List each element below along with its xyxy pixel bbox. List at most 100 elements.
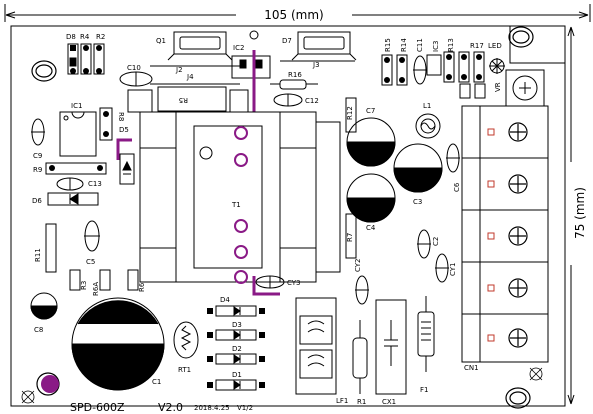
board-revision: V1/2 bbox=[237, 404, 253, 412]
r16-resistor bbox=[270, 79, 318, 90]
board-corner-cut bbox=[509, 26, 565, 64]
cy1-label: CY1 bbox=[449, 263, 457, 277]
d5-trace bbox=[116, 138, 132, 160]
c11-capacitor bbox=[413, 55, 427, 85]
width-dimension bbox=[4, 4, 591, 22]
j4-label: J4 bbox=[186, 73, 194, 81]
cn1-terminal-block bbox=[461, 105, 549, 363]
ic2-package bbox=[231, 55, 271, 79]
r7-resistor bbox=[345, 213, 357, 259]
c6-label: C6 bbox=[453, 182, 461, 192]
board-date: 2018.4.25 bbox=[194, 404, 230, 412]
c7-capacitor bbox=[346, 117, 396, 167]
c13-label: C13 bbox=[88, 180, 102, 188]
cy3-label: CY3 bbox=[287, 279, 301, 287]
r1-resistor bbox=[352, 320, 368, 394]
c5-label: C5 bbox=[86, 258, 95, 266]
lf1-line-filter bbox=[295, 297, 337, 395]
c13-capacitor bbox=[56, 177, 84, 191]
cn1-pin-markers bbox=[487, 128, 495, 342]
c11-label: C11 bbox=[416, 38, 424, 52]
board-name: SPD-600Z bbox=[70, 401, 125, 414]
c4-capacitor bbox=[346, 173, 396, 223]
t1-label: T1 bbox=[231, 201, 241, 209]
f1-label: F1 bbox=[420, 386, 428, 394]
cx1-label: CX1 bbox=[382, 398, 396, 406]
r9-label: R9 bbox=[33, 166, 42, 174]
t1-trace bbox=[252, 276, 280, 296]
ic3-label: IC3 bbox=[432, 41, 440, 52]
r17-label: R17 bbox=[470, 42, 484, 50]
j2-label: J2 bbox=[175, 66, 183, 74]
c2-capacitor bbox=[417, 229, 431, 259]
r1-label: R1 bbox=[357, 398, 366, 406]
c6-capacitor bbox=[446, 143, 460, 173]
vr-potentiometer bbox=[505, 69, 545, 107]
c1-label: C1 bbox=[152, 378, 161, 386]
cy2-label: CY2 bbox=[354, 259, 362, 273]
rt1-label: RT1 bbox=[178, 366, 191, 374]
c12-label: C12 bbox=[305, 97, 319, 105]
ic2-via bbox=[249, 30, 259, 40]
led-label: LED bbox=[488, 42, 502, 50]
ic1-chip bbox=[59, 111, 97, 157]
top-right-resistor-array bbox=[381, 51, 486, 99]
cx1-capacitor bbox=[375, 299, 407, 395]
c1-capacitor bbox=[71, 297, 165, 391]
r14-label: R14 bbox=[400, 38, 408, 52]
mounting-holes bbox=[31, 26, 534, 409]
r11-resistor bbox=[45, 223, 57, 273]
c2-label: C2 bbox=[432, 237, 440, 246]
r2-label: R2 bbox=[96, 33, 105, 41]
f1-fuse bbox=[417, 296, 435, 372]
l1-label: L1 bbox=[423, 102, 431, 110]
c5-capacitor bbox=[84, 220, 100, 252]
d1-label: D1 bbox=[232, 371, 242, 379]
r6a-label: R6A bbox=[92, 282, 100, 296]
height-label: 75 (mm) bbox=[573, 187, 587, 239]
r3-r6a-r6-resistors bbox=[69, 269, 139, 291]
q1-transistor bbox=[167, 31, 233, 61]
c8-label: C8 bbox=[34, 326, 43, 334]
lf1-label: LF1 bbox=[336, 397, 348, 405]
r11-label: R11 bbox=[34, 248, 42, 262]
d4-label: D4 bbox=[220, 296, 230, 304]
fiducial-pad bbox=[41, 375, 59, 393]
r8-resistor bbox=[99, 107, 113, 141]
cn1-screws bbox=[508, 122, 528, 348]
d7-diode bbox=[291, 31, 357, 61]
c12-capacitor bbox=[273, 93, 303, 107]
c10-label: C10 bbox=[127, 64, 141, 72]
cy2-capacitor bbox=[355, 275, 369, 305]
r12-resistor bbox=[345, 97, 357, 133]
cy1-capacitor bbox=[435, 253, 449, 283]
r4-label: R4 bbox=[80, 33, 90, 41]
c9-capacitor bbox=[31, 118, 45, 146]
board-version: V2.0 bbox=[158, 401, 183, 414]
r13-label: R13 bbox=[447, 38, 455, 52]
vr-label: VR bbox=[494, 82, 502, 92]
c9-label: C9 bbox=[33, 152, 42, 160]
c8-capacitor bbox=[30, 292, 58, 320]
r9-resistor bbox=[45, 162, 107, 175]
d8-r4-r2-group bbox=[67, 43, 105, 75]
c4-label: C4 bbox=[366, 224, 376, 232]
d5-diode bbox=[119, 153, 135, 185]
led-indicator bbox=[489, 58, 505, 74]
r15-label: R15 bbox=[384, 38, 392, 52]
t1-transformer bbox=[139, 111, 341, 283]
j3-label: J3 bbox=[312, 61, 320, 69]
d6-diode bbox=[47, 192, 99, 206]
r16-label: R16 bbox=[288, 71, 302, 79]
r5-label: R5 bbox=[179, 96, 188, 104]
bridge-diodes bbox=[215, 305, 257, 391]
t1-pins bbox=[234, 126, 248, 284]
c7-label: C7 bbox=[366, 107, 375, 115]
q1-label: Q1 bbox=[156, 37, 166, 45]
t1-pin-1 bbox=[199, 146, 213, 160]
d5-label: D5 bbox=[119, 126, 129, 134]
d2-label: D2 bbox=[232, 345, 242, 353]
c3-label: C3 bbox=[413, 198, 422, 206]
d7-label: D7 bbox=[282, 37, 292, 45]
